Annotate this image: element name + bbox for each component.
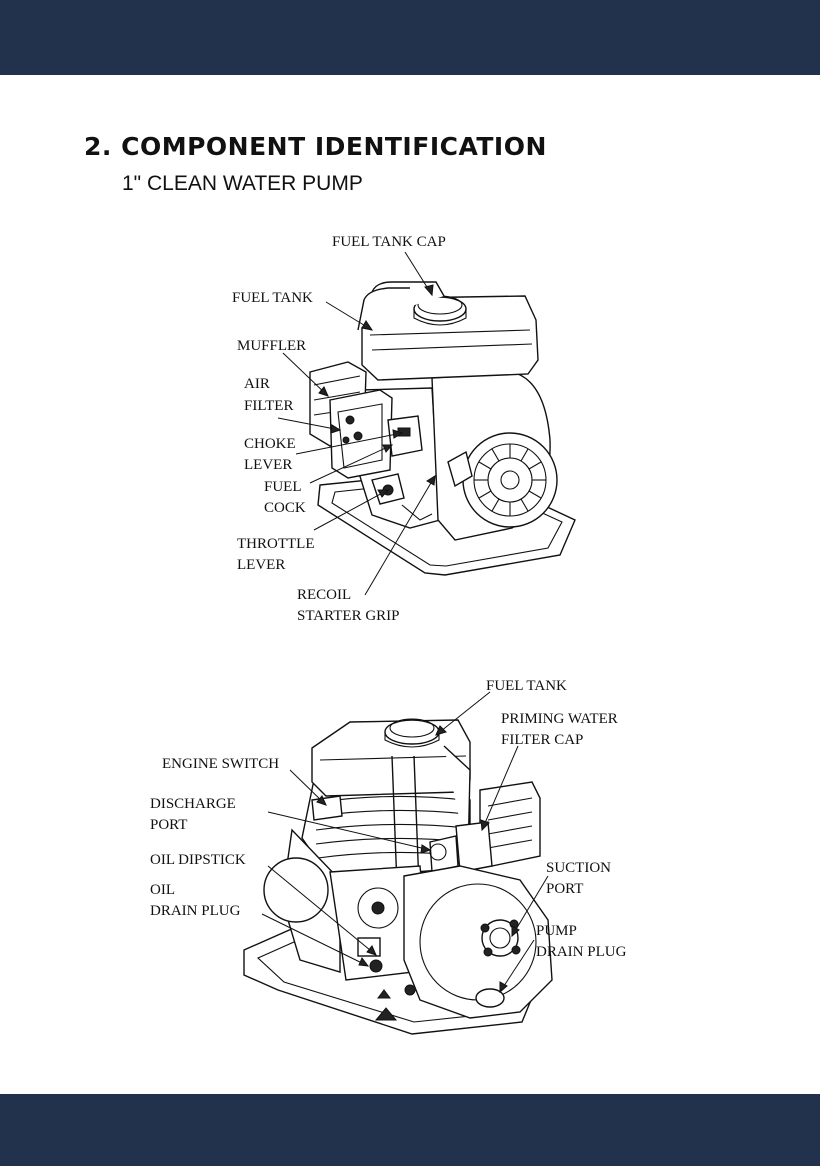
label-suction-line2: PORT [546, 881, 583, 897]
label-air-filter-line2: FILTER [244, 398, 293, 414]
footer-band [0, 1094, 820, 1166]
label-priming-line2: FILTER CAP [501, 732, 583, 748]
label-fuel-tank-bottom: FUEL TANK [486, 678, 567, 694]
label-pump-drain-line1: PUMP [536, 923, 577, 939]
label-discharge-line2: PORT [150, 817, 187, 833]
label-fuel-cock-line1: FUEL [264, 479, 302, 495]
label-fuel-tank: FUEL TANK [232, 290, 313, 306]
engine-illustration [310, 282, 575, 575]
label-discharge-line1: DISCHARGE [150, 796, 236, 812]
label-throttle-lever-line1: THROTTLE [237, 536, 314, 552]
label-recoil-line2: STARTER GRIP [297, 608, 400, 624]
label-fuel-tank-cap: FUEL TANK CAP [332, 234, 446, 250]
label-choke-lever-line2: LEVER [244, 457, 292, 473]
label-engine-switch: ENGINE SWITCH [162, 756, 279, 772]
label-recoil-line1: RECOIL [297, 587, 351, 603]
label-choke-lever-line1: CHOKE [244, 436, 296, 452]
label-fuel-cock-line2: COCK [264, 500, 306, 516]
label-oil-drain-line1: OIL [150, 882, 175, 898]
label-priming-line1: PRIMING WATER [501, 711, 618, 727]
label-oil-dipstick: OIL DIPSTICK [150, 852, 246, 868]
label-suction-line1: SUCTION [546, 860, 611, 876]
label-pump-drain-line2: DRAIN PLUG [536, 944, 627, 960]
label-muffler: MUFFLER [237, 338, 306, 354]
label-air-filter-line1: AIR [244, 376, 270, 392]
label-oil-drain-line2: DRAIN PLUG [150, 903, 241, 919]
label-throttle-lever-line2: LEVER [237, 557, 285, 573]
